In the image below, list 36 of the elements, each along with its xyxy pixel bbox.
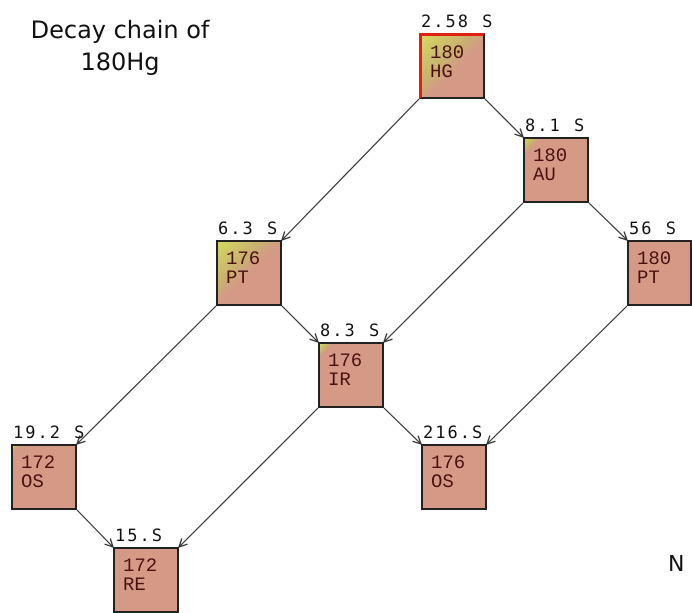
decay-arrow (76, 510, 114, 548)
nuclide-box (113, 547, 179, 613)
nuclide-box (627, 240, 692, 306)
nuclide-box (318, 342, 384, 408)
nuclide-label: 176 OS (431, 454, 466, 492)
nuclide-label: 172 OS (21, 454, 56, 492)
half-life-label: 56 S (629, 221, 678, 238)
decay-arrow (383, 202, 524, 343)
half-life-label: 6.3 S (218, 221, 280, 238)
half-life-label: 19.2 S (13, 425, 86, 442)
decay-arrow (76, 306, 216, 445)
nuclide-label: 176 IR (328, 352, 364, 390)
nuclide-label: 180 HG (430, 44, 466, 82)
decay-arrow (281, 98, 420, 241)
nuclide-label: 176 PT (226, 250, 262, 288)
decay-arrow (384, 408, 422, 445)
nuclide-label: 172 RE (123, 557, 158, 595)
half-life-label: 216.S (423, 425, 484, 442)
decay-arrow (486, 306, 628, 445)
half-life-label: 8.3 S (320, 323, 382, 340)
half-life-label: 2.58 S (421, 14, 494, 31)
nuclide-box (11, 444, 77, 510)
decay-arrow (484, 98, 524, 138)
nuclide-box (419, 33, 485, 99)
decay-arrow (588, 202, 628, 241)
nuclide-box (421, 444, 487, 510)
half-life-label: 15.S (115, 528, 164, 545)
nuclide-label: 180 PT (637, 250, 672, 288)
note-text: N (668, 552, 684, 578)
title: Decay chain of 180Hg (30, 15, 210, 78)
half-life-label: 8.1 S (525, 118, 586, 135)
nuclide-label: 180 AU (533, 147, 568, 185)
decay-arrow (178, 408, 318, 548)
nuclide-box (216, 240, 282, 306)
decay-arrow (282, 306, 319, 343)
nuclide-box (523, 137, 589, 203)
